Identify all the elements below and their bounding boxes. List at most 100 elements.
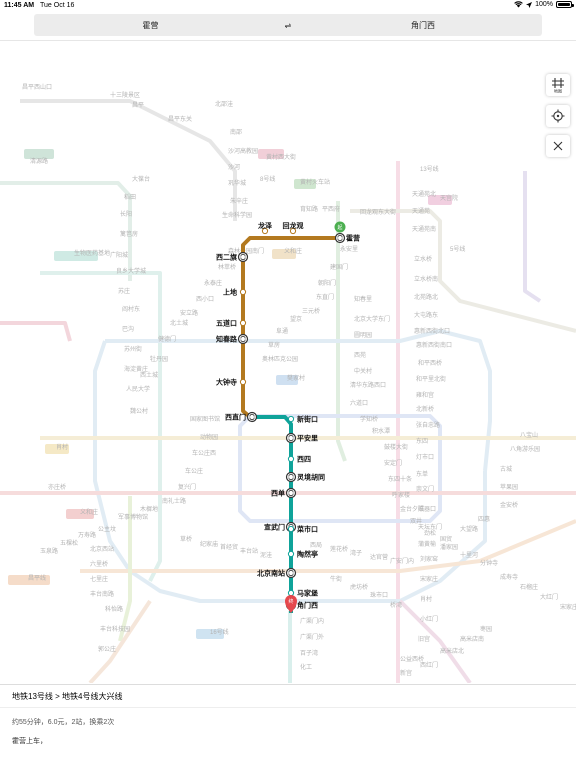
faded-station-label: 天通苑北 [412, 190, 436, 198]
faded-station-label: 复兴门 [178, 483, 196, 491]
line-tag [24, 149, 54, 159]
header-divider [0, 40, 576, 41]
route-station[interactable] [287, 525, 295, 533]
faded-station-label: 分钟寺 [480, 559, 498, 567]
origin-station-field[interactable]: 霍营 [142, 20, 159, 30]
faded-station-label: 肖村 [56, 443, 68, 451]
faded-station-label: 古城 [500, 465, 512, 473]
locate-button[interactable] [546, 105, 570, 127]
faded-station-label: 三元桥 [302, 307, 320, 315]
faded-station-label: 五棵松 [60, 539, 78, 547]
faded-station-label: 巴沟 [122, 325, 134, 333]
route-station[interactable] [239, 288, 247, 296]
line-tag [272, 249, 296, 259]
route-station[interactable] [239, 378, 247, 386]
interchange-station[interactable] [285, 471, 297, 483]
route-station[interactable] [287, 455, 295, 463]
faded-station-label: 16号线 [210, 628, 229, 636]
faded-station-label: 牛街 [330, 575, 342, 583]
route-station[interactable] [261, 227, 269, 235]
faded-station-label: 北京西站 [90, 545, 114, 553]
faded-station-label: 北京大学东门 [354, 315, 390, 323]
faded-station-label: 安立路 [180, 309, 198, 317]
faded-station-label: 天通苑南 [412, 225, 436, 233]
faded-station-label: 广阳城 [110, 251, 128, 259]
faded-station-label: 建国门 [330, 263, 348, 271]
faded-station-label: 立水桥南 [414, 275, 438, 283]
faded-station-label: 中关村 [354, 367, 372, 375]
close-button[interactable] [546, 135, 570, 157]
faded-station-label: 湾子 [350, 549, 362, 557]
faded-station-label: 学知桥 [360, 415, 378, 423]
route-header: 霍营 ⇌ 角门西 [34, 14, 542, 36]
faded-station-label: 磁器口 [418, 505, 436, 513]
faded-station-label: 沙河 [228, 163, 240, 171]
status-time: 11:45 AM [4, 2, 35, 9]
route-station[interactable] [289, 227, 297, 235]
faded-station-label: 沙河高教园 [228, 147, 258, 155]
layer-toggle-button[interactable]: 地图 [546, 74, 570, 96]
route-station[interactable] [287, 415, 295, 423]
faded-station-label: 昌平东关 [168, 115, 192, 123]
faded-station-label: 5号线 [450, 245, 465, 253]
start-marker[interactable]: 起 [334, 221, 346, 233]
interchange-icon [288, 434, 294, 442]
faded-station-label: 国家图书馆 [190, 415, 220, 423]
faded-station-label: 苏州街 [124, 345, 142, 353]
faded-station-label: 东四十条 [388, 475, 412, 483]
route-station-label: 新街口 [297, 415, 318, 424]
faded-station-label: 立水桥 [414, 255, 432, 263]
route-station-label: 角门西 [297, 601, 318, 610]
faded-station-label: 林萃桥 [218, 263, 236, 271]
faded-station-label: 化工 [300, 663, 312, 671]
faded-line-14 [0, 321, 72, 342]
interchange-station[interactable] [237, 251, 249, 263]
faded-station-label: 健德门 [158, 335, 176, 343]
faded-station-label: 枣园 [480, 625, 492, 633]
interchange-station[interactable] [285, 567, 297, 579]
faded-station-label: 朝阳门 [318, 279, 336, 287]
interchange-icon [249, 413, 255, 421]
faded-line-8 [336, 201, 347, 462]
faded-station-label: 珠市口 [370, 591, 388, 599]
panel-divider [0, 707, 576, 708]
faded-station-label: 永泰庄 [204, 279, 222, 287]
route-station[interactable] [287, 589, 295, 597]
route-lines-summary[interactable]: 地铁13号线 > 地铁4号线大兴线 [12, 692, 123, 701]
interchange-station[interactable] [285, 432, 297, 444]
faded-station-label: 草桥 [180, 535, 192, 543]
interchange-station[interactable] [334, 232, 346, 244]
faded-line-9 [118, 496, 132, 642]
swap-icon[interactable]: ⇌ [284, 20, 292, 30]
faded-station-label: 生物医药基地 [74, 249, 110, 257]
faded-station-label: 成寿寺 [500, 573, 518, 581]
faded-station-label: 刘家窑 [420, 555, 438, 563]
faded-station-label: 篱笆房 [120, 230, 138, 238]
route-station-label: 西直门 [225, 413, 246, 422]
svg-text:起: 起 [337, 225, 342, 231]
route-station-label: 五道口 [216, 319, 237, 328]
faded-station-label: 广安门内 [390, 557, 414, 565]
faded-station-label: 海淀黄庄 [124, 365, 148, 373]
line-tag [428, 195, 452, 205]
line-tag [294, 179, 316, 189]
end-marker[interactable]: 终 [285, 595, 297, 613]
faded-station-label: 鼓楼大街 [384, 443, 408, 451]
faded-station-label: 北邵洼 [215, 100, 233, 108]
faded-station-label: 丰台站 [240, 547, 258, 555]
interchange-station[interactable] [285, 487, 297, 499]
faded-station-label: 西小口 [196, 295, 214, 303]
interchange-station[interactable] [246, 411, 258, 423]
faded-station-label: 安定门 [384, 459, 402, 467]
faded-station-label: 广渠门外 [300, 633, 324, 641]
locate-icon [551, 109, 565, 123]
faded-station-label: 桥湾 [390, 601, 402, 609]
route-station[interactable] [287, 550, 295, 558]
faded-line-16 [40, 271, 162, 582]
route-station[interactable] [239, 319, 247, 327]
faded-station-label: 宋家庄 [560, 603, 576, 611]
faded-line-15-right [350, 209, 576, 333]
interchange-station[interactable] [237, 333, 249, 345]
subway-map[interactable]: 昌平西山口十三陵景区昌平昌平东关北邵洼南邵沙河高教园沙河巩华城朱辛庄生命科学园育… [0, 41, 576, 683]
destination-station-field[interactable]: 角门西 [411, 20, 435, 30]
